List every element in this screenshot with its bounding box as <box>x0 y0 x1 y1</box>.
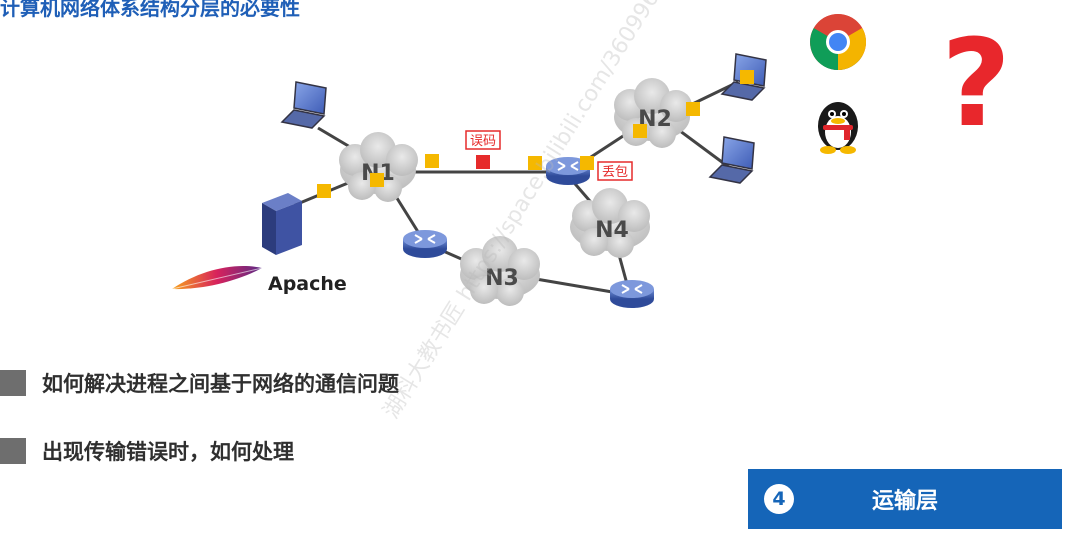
node-label-n3: N3 <box>485 266 519 291</box>
bullet-square <box>0 370 26 396</box>
packet <box>686 102 700 116</box>
packet <box>528 156 542 170</box>
cloud-n2: N2 <box>614 78 692 148</box>
error-tag: 误码 <box>465 130 501 150</box>
packet <box>370 173 384 187</box>
node-label-n4: N4 <box>595 218 629 243</box>
cloud-n1: N1 <box>339 132 418 202</box>
layer-name: 运输层 <box>872 489 939 514</box>
router-icon <box>546 157 590 185</box>
apache-logo <box>171 266 263 290</box>
packet <box>580 156 594 170</box>
bullet-square <box>0 438 26 464</box>
laptop-icon <box>708 136 755 184</box>
router-icon <box>403 230 447 258</box>
laptop-icon <box>280 81 327 129</box>
loss-tag: 丢包 <box>597 161 633 181</box>
router-icon <box>610 280 654 308</box>
packet <box>425 154 439 168</box>
cloud-n3: N3 <box>460 236 540 306</box>
bullet-item: 出现传输错误时，如何处理 <box>0 436 294 466</box>
packets <box>317 70 754 198</box>
error-packet <box>476 155 490 169</box>
packet <box>633 124 647 138</box>
packet <box>740 70 754 84</box>
loss-tag-text: 丢包 <box>602 165 628 180</box>
layer-badge: 4 运输层 <box>748 469 1062 529</box>
error-tag-text: 误码 <box>470 134 496 149</box>
qq-penguin-icon <box>818 102 858 154</box>
apache-label: Apache <box>268 273 347 295</box>
packet <box>317 184 331 198</box>
link-n2-laptop-bottom <box>671 123 731 170</box>
server-icon <box>262 193 302 255</box>
chrome-icon <box>810 14 866 70</box>
bullet-item: 如何解决进程之间基于网络的通信问题 <box>0 368 399 398</box>
bullet-text: 如何解决进程之间基于网络的通信问题 <box>42 372 399 396</box>
layer-number: 4 <box>764 484 794 514</box>
question-mark: ? <box>941 15 1011 154</box>
bullet-text: 出现传输错误时，如何处理 <box>42 440 294 464</box>
cloud-n4: N4 <box>570 188 650 258</box>
page-title: 计算机网络体系结构分层的必要性 <box>0 0 300 20</box>
